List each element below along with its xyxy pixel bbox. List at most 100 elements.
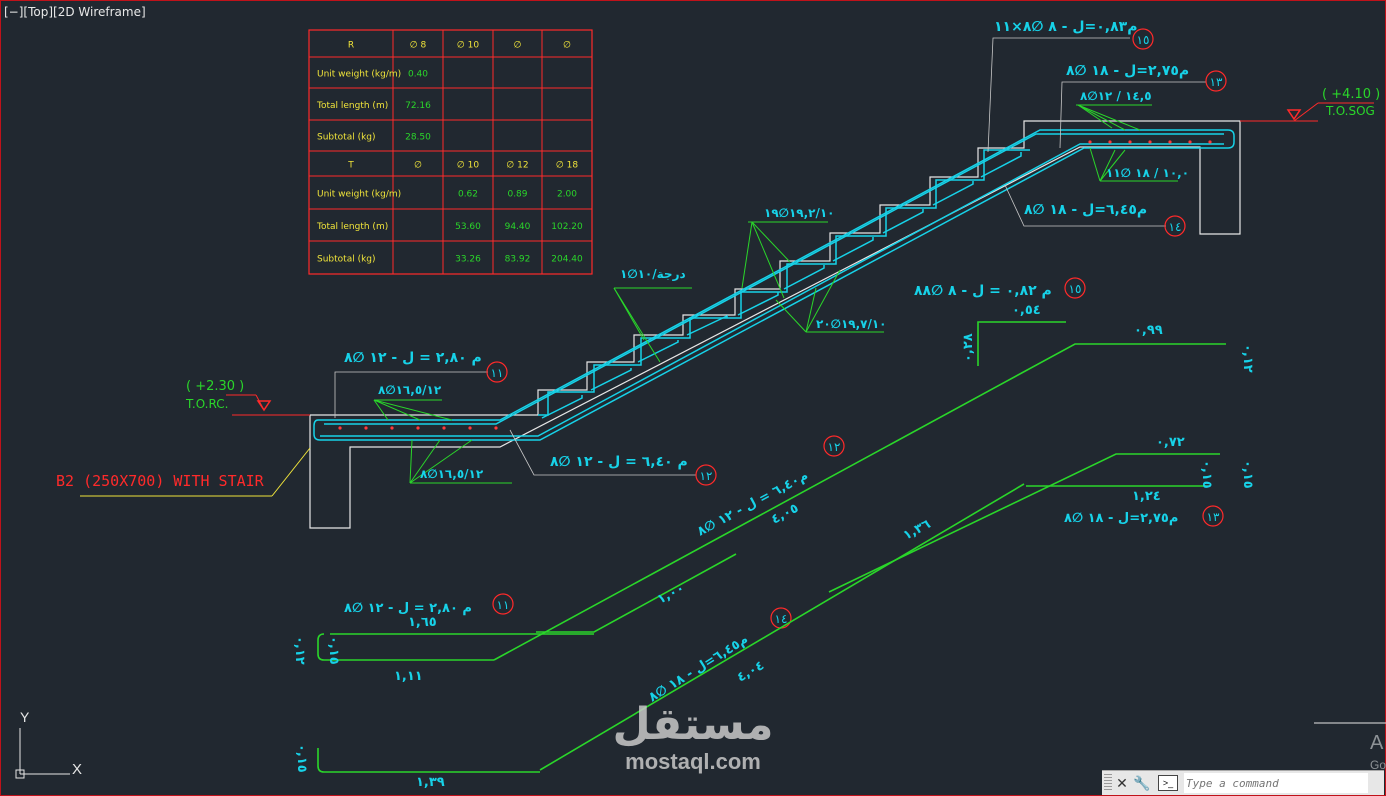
callout-14-top: ١٤ <box>1169 220 1182 234</box>
callout-11-shape: ١١ <box>497 598 510 612</box>
leader-lines <box>334 37 1206 476</box>
label-bar19-spacing: ١٩,٢/١٠∅١٩ <box>764 206 835 220</box>
rebar-dot <box>416 426 420 430</box>
schedule-cell: R <box>348 41 354 51</box>
label-step-spacing: درجة/١٠∅١ <box>620 267 686 281</box>
level-marker-top: ( +4.10 ) T.O.SOG <box>1240 87 1380 122</box>
rebar-dot <box>1208 140 1212 144</box>
shape11-label: م ٢,٨٠ = ل - ١٢ ∅٨ <box>344 601 472 616</box>
shape12-end: ٠,١٢ <box>1240 344 1255 373</box>
wrench-icon[interactable]: 🔧 <box>1133 774 1151 791</box>
command-prompt-icon[interactable]: >_ <box>1158 775 1178 791</box>
shape13-side2: ٠,١٥ <box>1240 460 1255 489</box>
rebar-dot <box>1128 140 1132 144</box>
shape13-top: ٠,٧٢ <box>1156 435 1185 450</box>
callout-11: ١١ <box>491 366 504 380</box>
beam-label: B2 (250X700) WITH STAIR <box>56 447 311 497</box>
rebar-dot <box>494 426 498 430</box>
schedule-cell: ∅ 10 <box>457 161 479 171</box>
activate-watermark-sub: Go <box>1370 758 1386 772</box>
rebar-dot <box>1108 140 1112 144</box>
viewport-label[interactable]: [−][Top][2D Wireframe] <box>4 5 146 19</box>
command-input[interactable] <box>1184 773 1368 793</box>
rebar-dots <box>338 140 1212 430</box>
schedule-cell: T <box>347 161 354 171</box>
schedule-cell: 53.60 <box>455 222 481 232</box>
label-bar11-left: م ٢,٨٠ = ل - ١٢ ∅٨ <box>344 350 482 366</box>
shape15-dim-side: ٠,٢٨ <box>961 333 976 362</box>
schedule-cell: ∅ 18 <box>556 161 578 171</box>
callout-12: ١٢ <box>700 469 713 483</box>
schedule-cell: ∅ <box>414 161 422 171</box>
shape14-label: م٦,٤٥=ل - ١٨ ∅٨ <box>646 632 751 705</box>
ucs-y-label: Y <box>20 709 30 725</box>
mostaql-english: mostaql.com <box>625 749 761 774</box>
schedule-cell: ∅ 12 <box>506 161 528 171</box>
stair-rebar <box>313 129 1235 441</box>
bar-labels: م٠,٨٣=ل - ٨ ∅٨×١١ م٢,٧٥=ل - ١٨ ∅٨ ١٤,٥ /… <box>344 19 1189 481</box>
shape11-side2: ٠,١٥ <box>326 636 341 665</box>
schedule-cell: Unit weight (kg/m) <box>317 70 401 80</box>
label-left-spacing-top: ١٦,٥/١٢∅٨ <box>378 383 442 397</box>
rebar-dot <box>1148 140 1152 144</box>
close-icon[interactable]: ✕ <box>1116 774 1128 791</box>
stair-outline <box>309 120 1241 529</box>
shape13-diag: ١,٣٦ <box>901 517 933 544</box>
callout-15-top: ١٥ <box>1137 33 1150 47</box>
shape12-diag: ٤,٠٥ <box>769 501 801 528</box>
rebar-dot <box>468 426 472 430</box>
label-bar11-spacing: ١٠,٠ / ١٨ ∅١١ <box>1106 166 1189 180</box>
schedule-cell: 102.20 <box>551 222 583 232</box>
label-bar12-mid: م ٦,٤٠ = ل - ١٢ ∅٨ <box>550 454 688 470</box>
schedule-cell: ∅ <box>514 41 522 51</box>
label-bar14-top: م٦,٤٥=ل - ١٨ ∅٨ <box>1024 202 1147 218</box>
schedule-cell: 0.62 <box>458 190 478 200</box>
schedule-cell: 0.89 <box>507 190 527 200</box>
schedule-cell: 94.40 <box>505 222 531 232</box>
rebar-dot <box>1088 140 1092 144</box>
level-marker-bottom: ( +2.30 ) T.O.RC. <box>185 379 310 416</box>
callout-numbers: ١٥ ١٣ ١٤ ١٥ ١١ ١٢ ١٢ ١٣ ١١ ١٤ <box>491 33 1223 626</box>
shape15-dim-top: ٠,٥٤ <box>1012 303 1041 318</box>
shape11-diag: ١,٠٠ <box>655 581 687 608</box>
rebar-dot <box>390 426 394 430</box>
callout-12-shape: ١٢ <box>828 440 841 454</box>
shape11-side1: ٠,١٢ <box>292 636 307 665</box>
ucs-x-label: X <box>72 761 82 778</box>
mostaql-watermark: مستقل mostaql.com <box>608 700 778 774</box>
schedule-cell: ∅ 10 <box>457 41 479 51</box>
bottom-level-label: T.O.RC. <box>185 397 228 411</box>
label-bar15-mid: م ٠,٨٢ = ل - ٨ ∅٨٨ <box>914 283 1052 299</box>
callout-14-shape: ١٤ <box>775 612 788 626</box>
spacing-leaders <box>373 104 1178 484</box>
schedule-cell: Unit weight (kg/m) <box>317 190 401 200</box>
callout-13-top: ١٣ <box>1210 75 1223 89</box>
command-line-bar: ✕ 🔧 >_ <box>1102 770 1384 795</box>
schedule-cell: 33.26 <box>455 255 481 265</box>
schedule-cell: 72.16 <box>405 101 431 111</box>
label-bar15-top: م٠,٨٣=ل - ٨ ∅٨×١١ <box>994 19 1137 35</box>
command-bar-grip[interactable] <box>1104 774 1112 792</box>
rebar-dot <box>1188 140 1192 144</box>
schedule-cell: 0.40 <box>408 70 428 80</box>
shape13-label: م٢,٧٥=ل - ١٨ ∅٨ <box>1064 511 1178 526</box>
top-level-value: ( +4.10 ) <box>1322 87 1380 102</box>
shape14-side: ٠,١٥ <box>294 744 309 773</box>
shape11-bot: ١,١١ <box>394 669 423 684</box>
shape14-bot: ١,٣٩ <box>416 775 445 790</box>
label-bar13-top: م٢,٧٥=ل - ١٨ ∅٨ <box>1066 63 1189 79</box>
schedule-cell: 83.92 <box>505 255 531 265</box>
shape13-bot: ١,٢٤ <box>1132 489 1161 504</box>
bar-shapes <box>317 321 1226 773</box>
label-left-spacing-bot: ١٦,٥/١٢∅٨ <box>420 467 484 481</box>
schedule-cell: 28.50 <box>405 133 431 143</box>
rebar-dot <box>338 426 342 430</box>
schedule-cell: 2.00 <box>557 190 577 200</box>
shape11-top: ١,٦٥ <box>408 615 437 630</box>
callout-13-shape: ١٣ <box>1207 510 1220 524</box>
beam-label-text: B2 (250X700) WITH STAIR <box>56 472 265 490</box>
mostaql-arabic: مستقل <box>612 699 774 750</box>
rebar-dot <box>442 426 446 430</box>
